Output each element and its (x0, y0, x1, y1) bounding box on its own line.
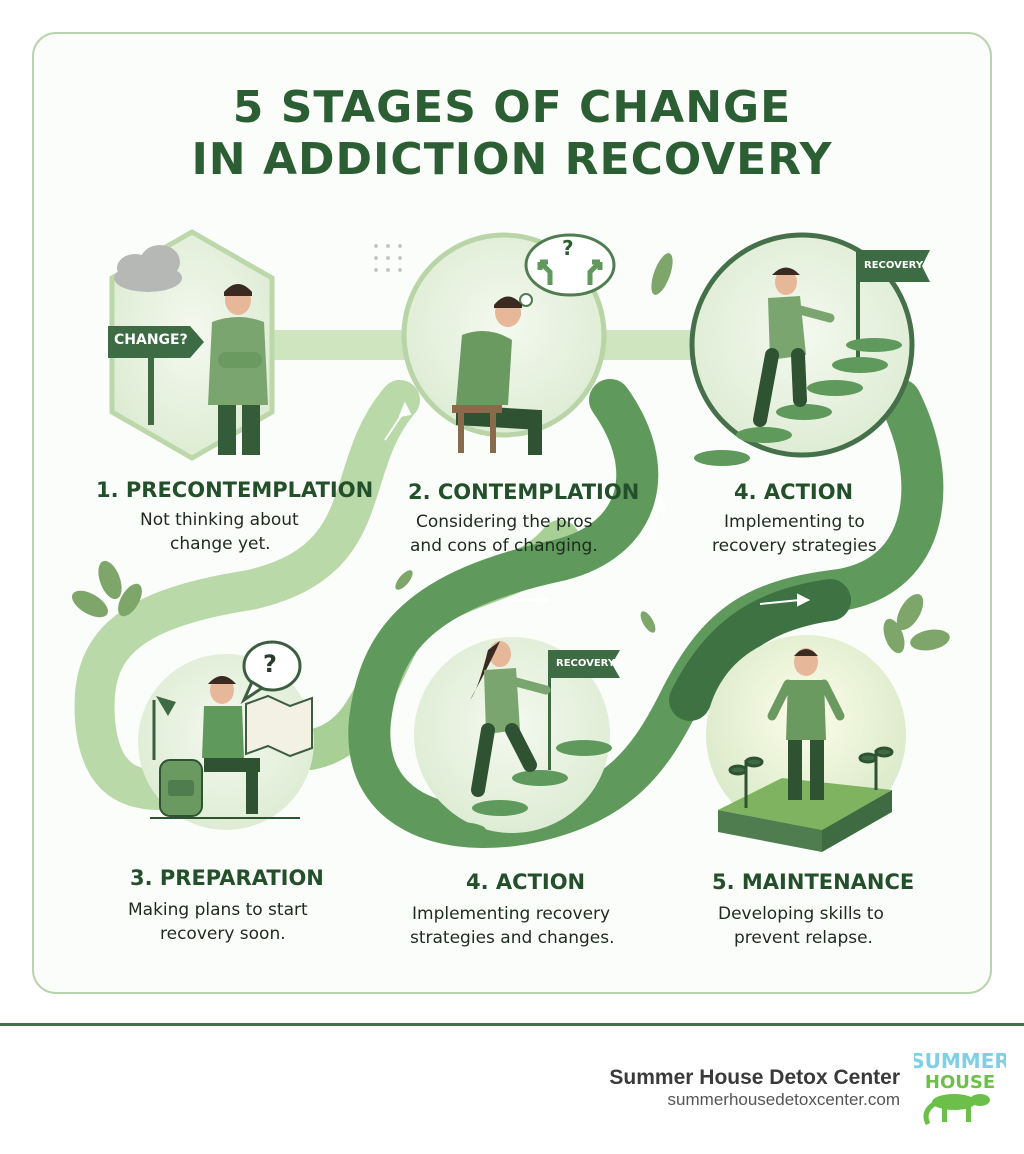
leaf-decoration (71, 253, 950, 654)
title-line-1: 5 STAGES OF CHANGE (232, 82, 792, 133)
stage-1-heading: 1. PRECONTEMPLATION (96, 478, 374, 502)
brand-url[interactable]: summerhousedetoxcenter.com (667, 1090, 900, 1109)
recovery-flag-icon (551, 650, 620, 678)
recovery-flag-icon (860, 250, 930, 282)
stage-4-top-desc-line-1: Implementing to (724, 512, 865, 532)
cloud-icon (114, 245, 182, 292)
stage-4-bottom-desc-line-1: Implementing recovery (412, 904, 611, 924)
person-planning-icon (202, 676, 260, 814)
question-mark-bubble-3: ? (263, 650, 277, 678)
stage-5-desc-line-2: prevent relapse. (734, 928, 873, 948)
stage-4-top-illustration (689, 232, 930, 466)
person-thinking-icon (452, 296, 542, 455)
person-climbing-icon (753, 267, 835, 427)
question-mark-bubble-2: ? (562, 236, 574, 260)
grass-platform (718, 778, 892, 852)
person-standing-icon (767, 648, 845, 800)
desk-lamp-icon (152, 696, 176, 760)
summer-house-logo: SUMMER HOUSE (914, 1049, 1006, 1126)
person-climbing-icon (470, 641, 551, 797)
change-sign-label: CHANGE? (114, 332, 188, 348)
stage-5-desc-line-1: Developing skills to (718, 904, 884, 924)
footer-divider (0, 1023, 1024, 1026)
stage-1-desc-line-2: change yet. (170, 534, 271, 554)
path-arrows (384, 401, 811, 607)
stage-3-illustration (138, 640, 314, 830)
stage-2-desc-line-2: and cons of changing. (410, 536, 598, 556)
recovery-flag-label-top: RECOVERY (864, 260, 924, 271)
stair-steps (430, 740, 612, 838)
brand-name: Summer House Detox Center (609, 1066, 900, 1089)
stair-steps (694, 338, 902, 466)
stage-3-heading: 3. PREPARATION (130, 866, 324, 890)
stage-4-top-heading: 4. ACTION (734, 480, 854, 504)
map-icon (245, 694, 313, 758)
stage-1-illustration (108, 229, 275, 461)
gecko-icon (923, 1094, 990, 1126)
logo-text-line-2: HOUSE (925, 1072, 995, 1093)
stage-5-illustration (706, 635, 906, 852)
backpack-icon (159, 759, 203, 817)
stage-4-bottom-heading: 4. ACTION (466, 870, 586, 894)
speech-bubble-icon (240, 640, 302, 705)
stage-1-desc-line-1: Not thinking about (140, 510, 299, 530)
stage-5-heading: 5. MAINTENANCE (712, 870, 915, 894)
thought-cloud-icon (511, 233, 616, 319)
recovery-flag-label-bottom: RECOVERY (556, 658, 616, 669)
title-line-2: IN ADDICTION RECOVERY (191, 134, 833, 185)
stage-3-desc-line-1: Making plans to start (128, 900, 308, 920)
plant-icon (728, 746, 894, 808)
stage-4-top-desc-line-2: recovery strategies (712, 536, 877, 556)
dot-pattern (374, 244, 402, 272)
stage-4-bottom-illustration (414, 637, 620, 838)
page-title: 5 STAGES OF CHANGE IN ADDICTION RECOVERY (0, 82, 1024, 186)
stage-2-heading: 2. CONTEMPLATION (408, 480, 640, 504)
signpost-icon (108, 326, 204, 358)
stage-3-desc-line-2: recovery soon. (160, 924, 286, 944)
person-arms-crossed-icon (208, 284, 268, 455)
stage-2-illustration (401, 232, 616, 455)
logo-text-line-1: SUMMER (914, 1049, 1006, 1073)
stage-2-desc-line-1: Considering the pros (416, 512, 593, 532)
stage-4-bottom-desc-line-2: strategies and changes. (410, 928, 615, 948)
